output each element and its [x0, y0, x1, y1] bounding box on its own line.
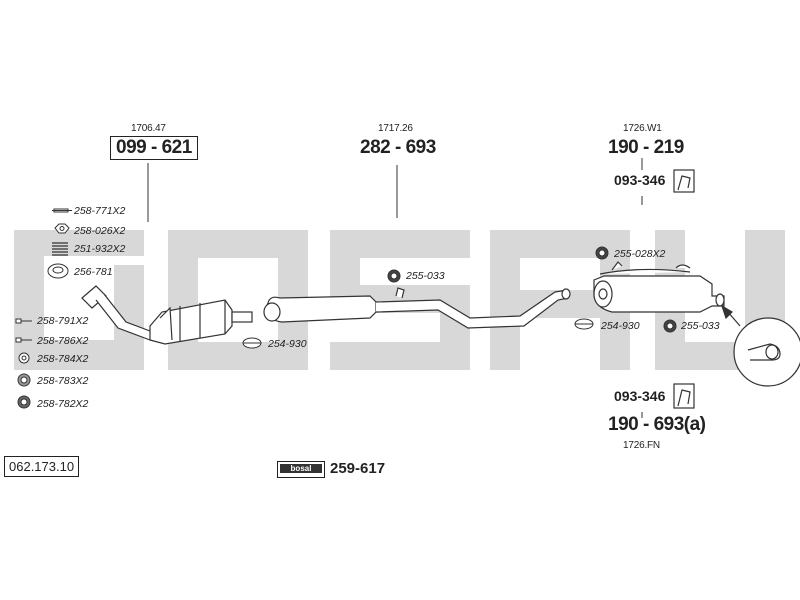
rear-top-bracket[interactable]: 093-346: [614, 172, 666, 188]
front-clamp-label[interactable]: 254-930: [268, 338, 307, 350]
bosal-logo-box: bosal: [277, 461, 325, 478]
catalog-number: 062.173.10: [4, 456, 80, 477]
rear-bottom-part-number[interactable]: 190 - 693(a): [608, 414, 706, 435]
rear-hanger-top-label[interactable]: 255-028X2: [614, 248, 666, 260]
leader-lines: [147, 158, 643, 418]
clamp-rear-icon: [574, 318, 594, 330]
clamp-front-icon: [242, 337, 262, 349]
front-ref: 1706.47: [131, 123, 166, 134]
bolt-small-2-icon: [15, 337, 32, 343]
middle-part-number[interactable]: 282 - 693: [360, 137, 436, 158]
nut-icon: [54, 223, 70, 234]
rear-silencer: [593, 261, 725, 313]
nut-dark-icon: [17, 395, 31, 409]
spring-washer-icon: [17, 373, 31, 387]
part-label-8[interactable]: 258-782X2: [37, 398, 89, 410]
hanger-mid-icon: [387, 269, 401, 283]
hanger-rear-top-icon: [595, 246, 609, 260]
part-label-0[interactable]: 258-771X2: [74, 205, 126, 217]
bosal-logo: bosal: [280, 464, 322, 473]
part-label-2[interactable]: 251-932X2: [74, 243, 126, 255]
rear-hanger-label[interactable]: 255-033: [681, 320, 720, 332]
bracket-icons: [673, 169, 695, 409]
part-label-3[interactable]: 256-781: [74, 266, 113, 278]
bracket-bottom-icon: [673, 383, 695, 409]
rear-top-part-number[interactable]: 190 - 219: [608, 137, 684, 158]
rear-bottom-bracket[interactable]: 093-346: [614, 388, 666, 404]
catalytic-converter: [149, 299, 253, 345]
rear-bottom-ref: 1726.FN: [623, 440, 660, 451]
rear-top-ref: 1726.W1: [623, 123, 662, 134]
part-label-7[interactable]: 258-783X2: [37, 375, 89, 387]
part-label-4[interactable]: 258-791X2: [37, 315, 89, 327]
watermark-logo: [14, 230, 785, 370]
gasket-ring-icon: [47, 263, 69, 279]
bracket-top-icon: [673, 169, 695, 193]
part-label-5[interactable]: 258-786X2: [37, 335, 89, 347]
part-label-1[interactable]: 258-026X2: [74, 225, 126, 237]
hanger-rear-icon: [663, 319, 677, 333]
detail-magnifier: [720, 304, 800, 387]
assembly-kit-number[interactable]: 259-617: [330, 460, 386, 477]
clamp-icons: [242, 246, 677, 349]
rear-clamp-label[interactable]: 254-930: [601, 320, 640, 332]
front-part-number[interactable]: 099 - 621: [110, 136, 198, 160]
middle-ref: 1717.26: [378, 123, 413, 134]
bolt-small-icon: [15, 318, 32, 324]
bolt-icon: [52, 208, 72, 213]
part-label-6[interactable]: 258-784X2: [37, 353, 89, 365]
middle-silencer: [263, 287, 571, 329]
left-hardware-icons: [15, 208, 72, 409]
mid-hanger-label[interactable]: 255-033: [406, 270, 445, 282]
spring-icon: [52, 242, 68, 256]
washer-icon: [18, 352, 30, 364]
